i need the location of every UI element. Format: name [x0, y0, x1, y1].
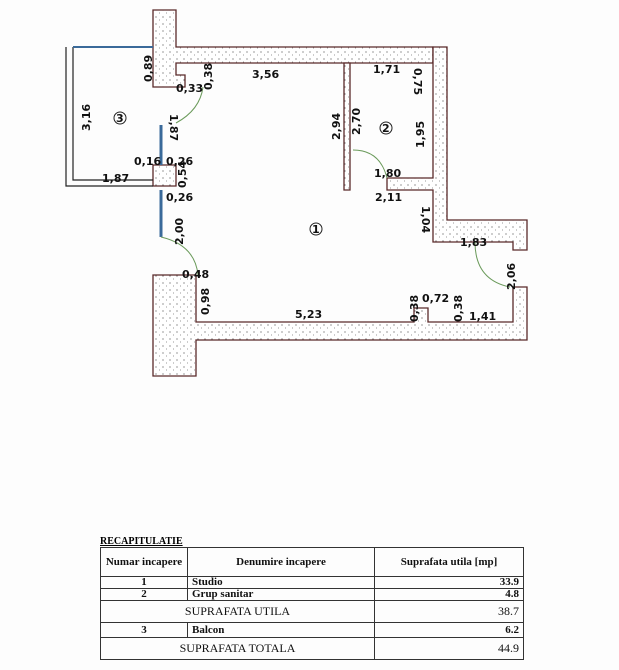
room-2-label: 2: [382, 122, 390, 135]
header-name: Denumire incapere: [187, 547, 375, 577]
dim: 0,98: [199, 288, 212, 315]
dim: 5,23: [295, 308, 322, 321]
room-number: 3: [100, 622, 188, 638]
dim: 0,72: [422, 292, 449, 305]
header-area: Suprafata utila [mp]: [374, 547, 524, 577]
room-number: 2: [100, 588, 188, 601]
dim: 1,80: [374, 167, 401, 180]
dim: 1,83: [460, 236, 487, 249]
room-labels: 3 2 1: [113, 111, 393, 236]
summary-title: RECAPITULATIE: [100, 536, 183, 547]
usable-area-label: SUPRAFATA UTILA: [100, 600, 375, 623]
header-number: Numar incapere: [100, 547, 188, 577]
dim: 0,26: [166, 155, 193, 168]
dim: 1,87: [167, 114, 180, 141]
dim: 2,00: [173, 218, 186, 245]
total-area-value: 44.9: [374, 637, 524, 660]
room-area: 4.8: [374, 588, 524, 601]
walls: [152, 9, 528, 377]
room-name: Studio: [187, 576, 375, 589]
dim: 0,38: [452, 295, 465, 322]
dim: 1,04: [419, 206, 432, 233]
dim: 0,89: [142, 55, 155, 82]
room-3-label: 3: [116, 112, 124, 125]
dim: 1,95: [414, 121, 427, 148]
room-name: Balcon: [187, 622, 375, 638]
dim: 3,56: [252, 68, 279, 81]
total-area-label: SUPRAFATA TOTALA: [100, 637, 375, 660]
room-area: 6.2: [374, 622, 524, 638]
dim: 3,16: [80, 104, 93, 131]
dim: 0,33: [176, 82, 203, 95]
usable-area-value: 38.7: [374, 600, 524, 623]
dim: 0,38: [202, 63, 215, 90]
dim: 1,87: [102, 172, 129, 185]
dim: 0,16: [134, 155, 161, 168]
dim: 0,48: [182, 268, 209, 281]
dim: 2,94: [330, 113, 343, 140]
dim: 1,41: [469, 310, 496, 323]
dim: 2,11: [375, 191, 402, 204]
door-swings: [160, 86, 511, 288]
dim: 0,75: [411, 68, 424, 95]
dim: 0,54: [176, 161, 189, 188]
dim: 0,26: [166, 191, 193, 204]
room-number: 1: [100, 576, 188, 589]
floor-plan: 3 2 1 0,89 0,38 3,56 1,71 0,75 0,33 3,16…: [65, 9, 528, 377]
room-1-label: 1: [312, 223, 320, 236]
balcony-outline: [65, 46, 153, 187]
dim: 2,70: [350, 108, 363, 135]
dim: 1,71: [373, 63, 400, 76]
room-area: 33.9: [374, 576, 524, 589]
dimension-labels: 0,89 0,38 3,56 1,71 0,75 0,33 3,16 1,87 …: [80, 55, 518, 323]
room-name: Grup sanitar: [187, 588, 375, 601]
dim: 0,38: [408, 295, 421, 322]
dim: 2,06: [505, 263, 518, 290]
